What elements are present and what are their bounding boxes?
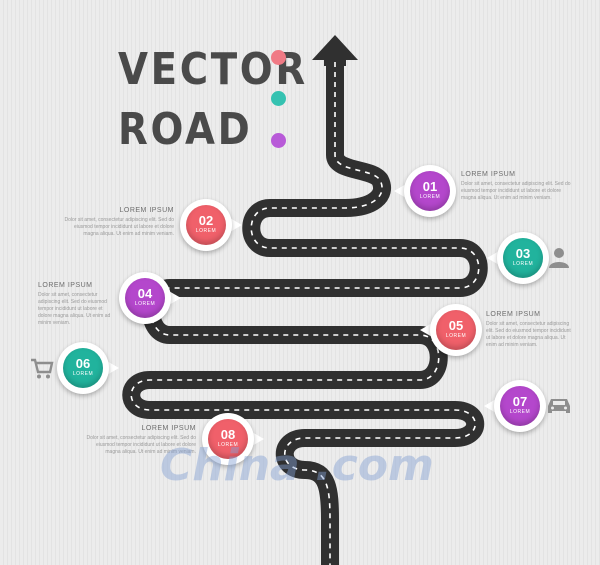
title-dot-purple bbox=[271, 133, 286, 148]
marker-01: 01 LOREM bbox=[394, 165, 456, 217]
marker-06-label: LOREM bbox=[72, 371, 94, 377]
marker-05-disc: 05 LOREM bbox=[436, 310, 476, 350]
marker-06-disc: 06 LOREM bbox=[63, 348, 103, 388]
marker-08: 08 LOREM bbox=[202, 413, 264, 465]
user-icon bbox=[549, 248, 569, 268]
marker-02-label: LOREM bbox=[195, 228, 217, 234]
marker-05-number: 05 bbox=[448, 318, 464, 333]
marker-06: 06 LOREM bbox=[57, 342, 119, 394]
shopping-cart-icon bbox=[31, 358, 54, 379]
marker-03-disc: 03 LOREM bbox=[503, 238, 543, 278]
marker-04-number: 04 bbox=[137, 286, 153, 301]
marker-01-number: 01 bbox=[422, 179, 438, 194]
marker-02-number: 02 bbox=[198, 213, 214, 228]
text-block-3-body: Dolor sit amet, consectetur adipiscing e… bbox=[38, 292, 111, 326]
title-road: ROAD bbox=[118, 104, 253, 155]
marker-03-label: LOREM bbox=[512, 261, 534, 267]
marker-08-disc: 08 LOREM bbox=[208, 419, 248, 459]
marker-02-disc: 02 LOREM bbox=[186, 205, 226, 245]
watermark: China .com bbox=[160, 440, 434, 491]
marker-03: 03 LOREM bbox=[487, 232, 549, 284]
text-block-5-body: Dolor sit amet, consectetur adipiscing e… bbox=[86, 435, 197, 455]
title-dot-teal bbox=[271, 91, 286, 106]
marker-07-label: LOREM bbox=[509, 409, 531, 415]
text-block-3-heading: LOREM IPSUM bbox=[38, 282, 93, 289]
marker-04-disc: 04 LOREM bbox=[125, 278, 165, 318]
marker-03-number: 03 bbox=[515, 246, 531, 261]
marker-04: 04 LOREM bbox=[119, 272, 181, 324]
marker-01-disc: 01 LOREM bbox=[410, 171, 450, 211]
text-block-2-body: Dolor sit amet, consectetur adipiscing e… bbox=[64, 217, 175, 237]
road-arrow-head bbox=[312, 35, 358, 66]
marker-04-label: LOREM bbox=[134, 301, 156, 307]
marker-08-number: 08 bbox=[220, 427, 236, 442]
text-block-4-heading: LOREM IPSUM bbox=[486, 311, 541, 318]
marker-05-label: LOREM bbox=[445, 333, 467, 339]
text-block-1-body: Dolor sit amet, consectetur adipiscing e… bbox=[461, 181, 571, 201]
car-icon bbox=[548, 399, 570, 413]
marker-07-number: 07 bbox=[512, 394, 528, 409]
marker-02: 02 LOREM bbox=[180, 199, 242, 251]
text-block-4-body: Dolor sit amet, consectetur adipiscing e… bbox=[486, 321, 571, 348]
marker-01-label: LOREM bbox=[419, 194, 441, 200]
marker-06-number: 06 bbox=[75, 356, 91, 371]
text-block-2-heading: LOREM IPSUM bbox=[119, 207, 174, 214]
road-center-line bbox=[130, 62, 480, 565]
marker-05: 05 LOREM bbox=[420, 304, 482, 356]
marker-07-disc: 07 LOREM bbox=[500, 386, 540, 426]
marker-07: 07 LOREM bbox=[484, 380, 546, 432]
title-dot-pink bbox=[271, 50, 286, 65]
marker-08-label: LOREM bbox=[217, 442, 239, 448]
text-block-5-heading: LOREM IPSUM bbox=[141, 425, 196, 432]
text-block-1-heading: LOREM IPSUM bbox=[461, 171, 516, 178]
